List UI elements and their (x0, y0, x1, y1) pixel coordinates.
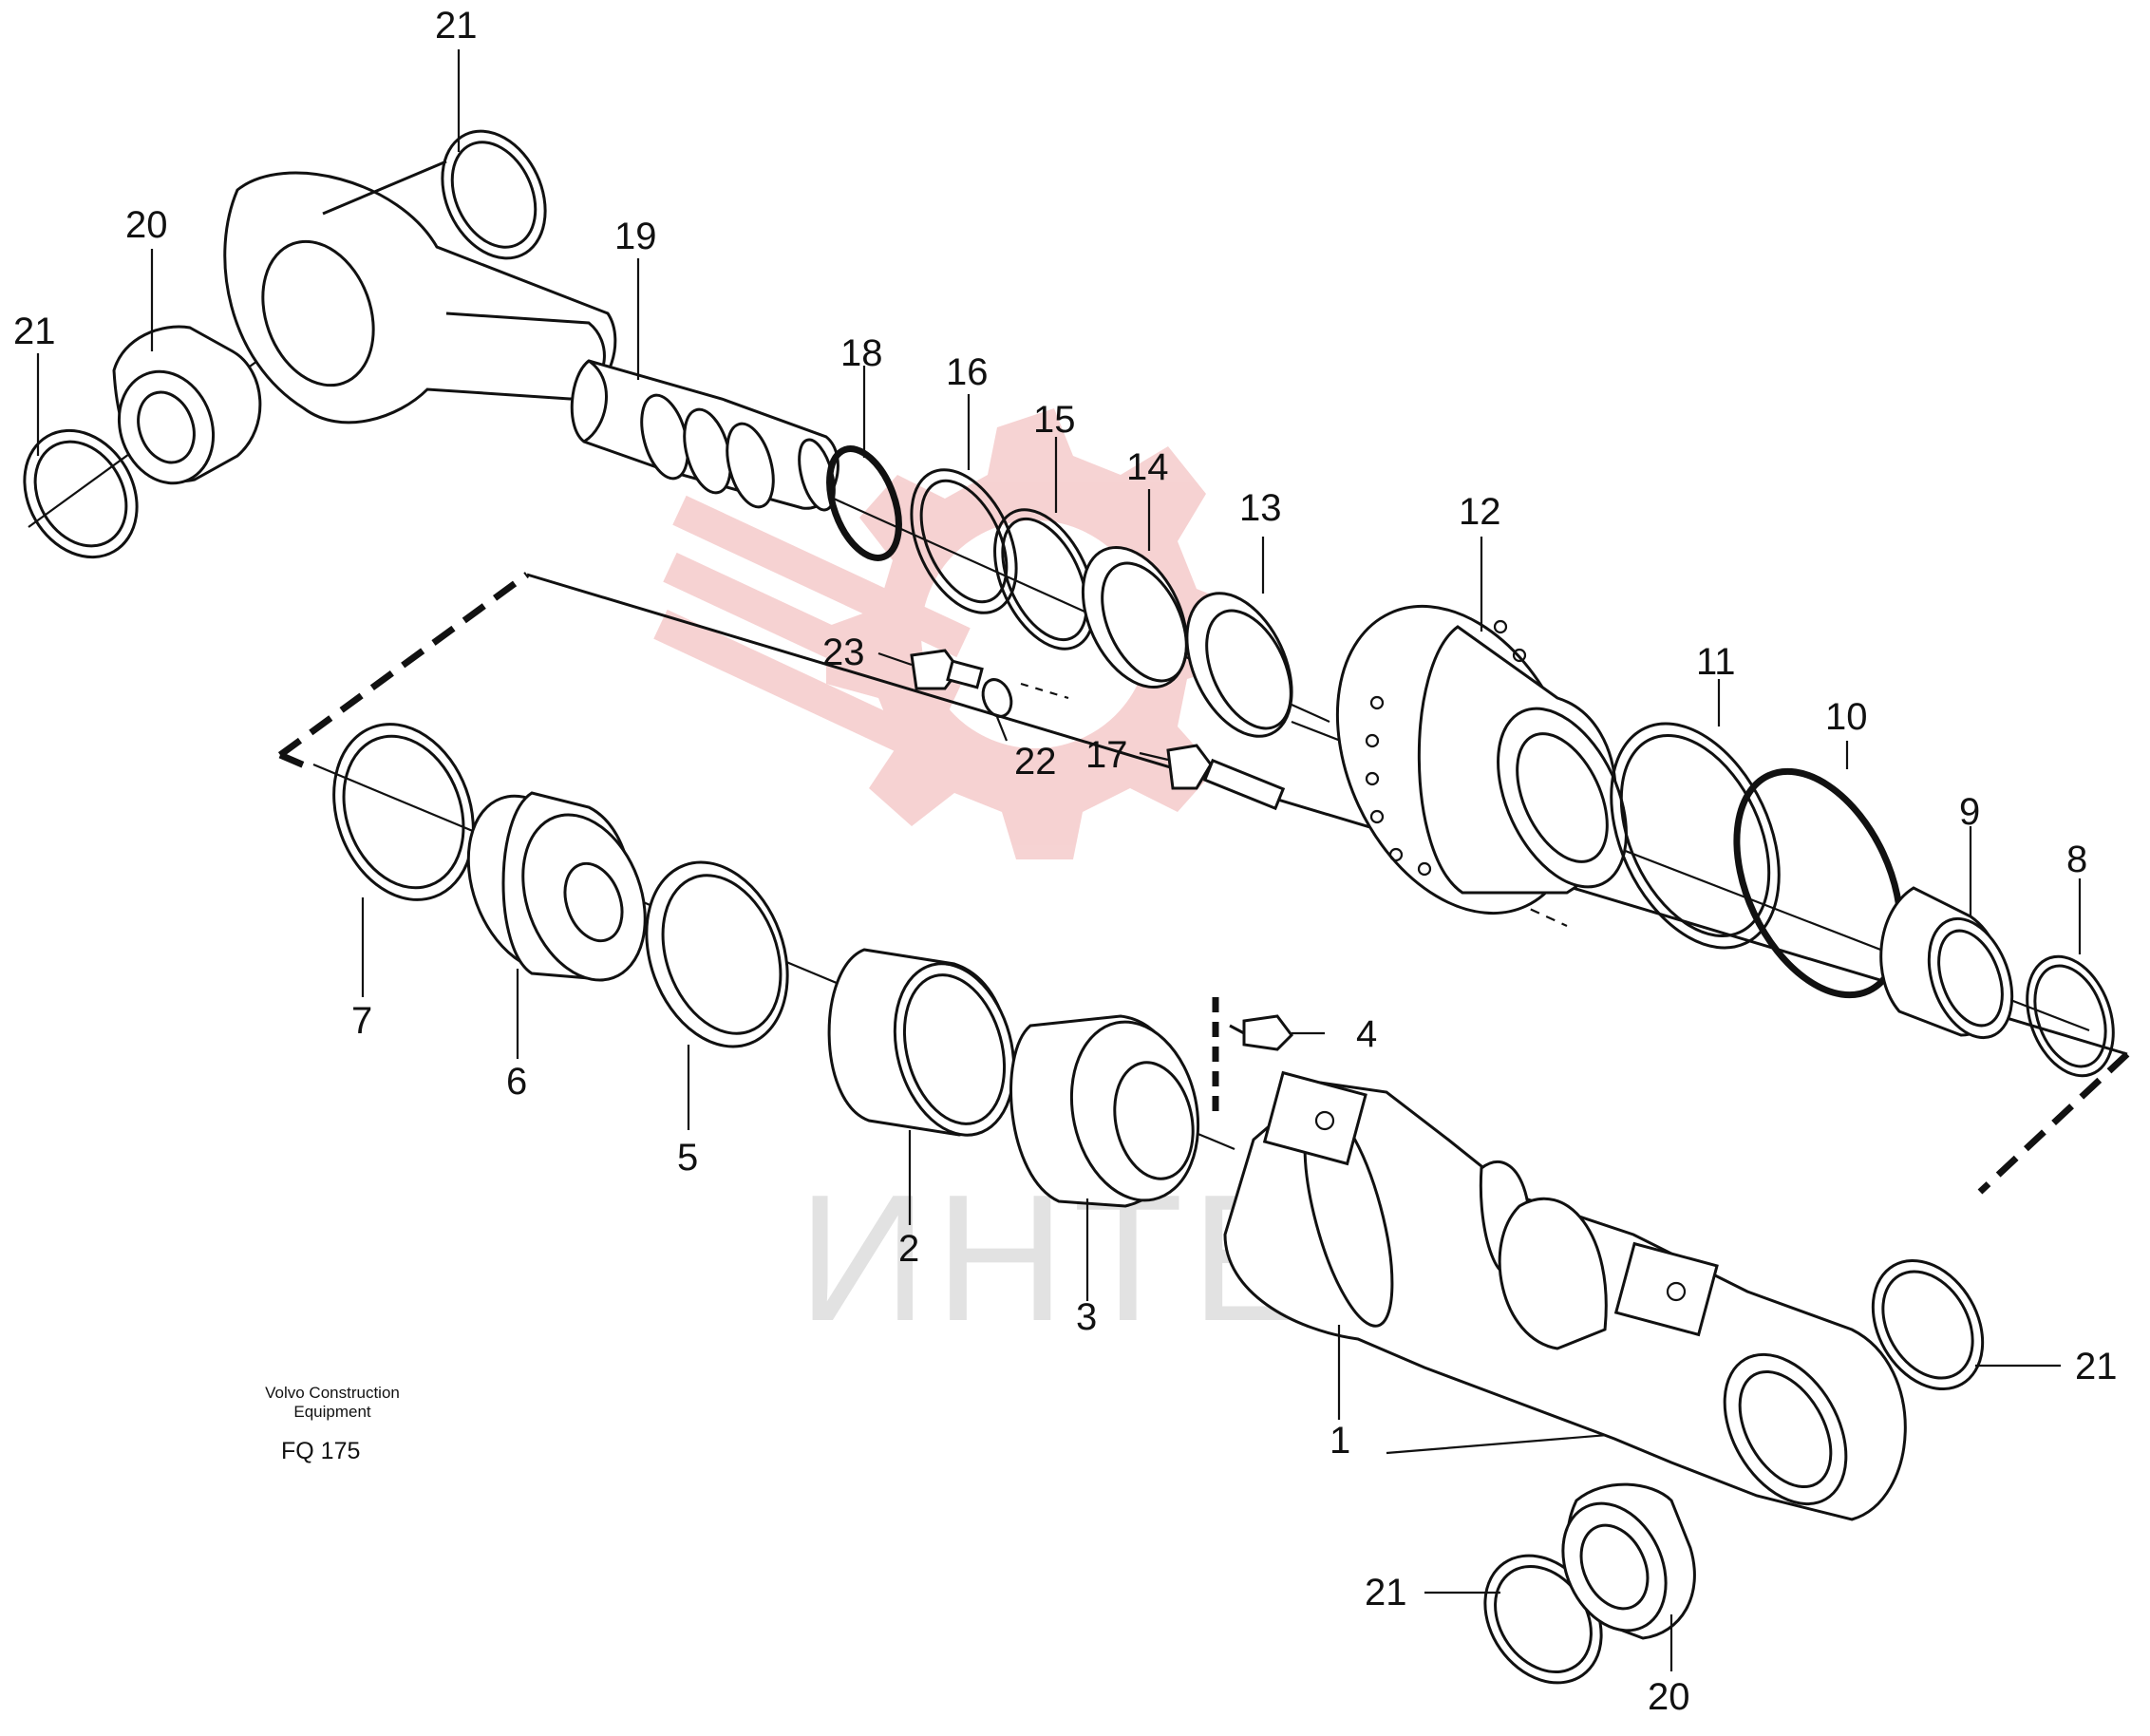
bearing-lower (1561, 1482, 1696, 1640)
bushing-9 (1879, 886, 2014, 1040)
ring-8 (2026, 954, 2115, 1078)
seal-13 (1185, 592, 1293, 738)
part-labels: 21 20 21 19 18 16 15 14 13 12 23 22 17 1… (13, 5, 2118, 1718)
label-10: 10 (1825, 696, 1868, 738)
circlip-upper-left (23, 428, 139, 559)
ring-16 (910, 468, 1018, 614)
label-19: 19 (614, 216, 657, 257)
caption-block: Volvo Construction Equipment FQ 175 (265, 1384, 400, 1464)
ring-10 (1733, 767, 1904, 999)
label-21-right: 21 (2075, 1346, 2118, 1387)
label-13: 13 (1239, 487, 1282, 529)
bearing-upper (112, 325, 262, 485)
seal-14 (1081, 545, 1189, 689)
label-16: 16 (946, 351, 989, 393)
label-18: 18 (840, 332, 883, 374)
label-8: 8 (2066, 839, 2087, 880)
washer-22 (981, 678, 1013, 718)
label-21-left: 21 (13, 311, 56, 352)
label-1: 1 (1330, 1420, 1350, 1462)
label-9: 9 (1959, 791, 1980, 833)
label-17: 17 (1085, 734, 1128, 776)
piston-rod (570, 359, 839, 512)
label-20-top: 20 (125, 204, 168, 246)
label-5: 5 (677, 1137, 698, 1179)
label-22: 22 (1014, 741, 1057, 783)
label-21-bottom: 21 (1365, 1572, 1407, 1613)
piston-6 (466, 791, 647, 982)
label-6: 6 (506, 1061, 527, 1103)
o-ring-18 (826, 445, 902, 561)
watermark-gear-logo (653, 408, 1244, 859)
label-15: 15 (1033, 399, 1076, 441)
label-23: 23 (822, 632, 865, 673)
label-12: 12 (1459, 491, 1501, 533)
label-7: 7 (351, 1000, 372, 1042)
label-4: 4 (1356, 1013, 1377, 1055)
bolt-23 (910, 649, 984, 690)
rod-eye (223, 160, 617, 425)
assembly-frame (277, 572, 2130, 1195)
label-2: 2 (898, 1228, 919, 1270)
caption-company-2: Equipment (293, 1403, 371, 1421)
label-20-bottom: 20 (1648, 1676, 1690, 1718)
circlip-upper-right (441, 129, 547, 260)
cylinder-barrel (1223, 1070, 1907, 1521)
caption-code: FQ 175 (281, 1438, 360, 1464)
label-14: 14 (1126, 446, 1169, 488)
label-11: 11 (1696, 641, 1736, 683)
label-21-top: 21 (435, 5, 478, 47)
grease-nipple-4 (1229, 1014, 1293, 1051)
tube-2 (827, 948, 1016, 1137)
ring-11 (1610, 722, 1781, 950)
cylinder-head (1335, 604, 1628, 915)
piston-3 (1009, 1014, 1200, 1208)
circlip-lower-right (1871, 1258, 1985, 1391)
ring-7 (332, 723, 475, 901)
label-3: 3 (1076, 1296, 1097, 1338)
ring-5 (645, 860, 789, 1048)
caption-company: Volvo Construction (265, 1384, 400, 1402)
ring-15 (993, 508, 1096, 651)
screw-17 (1166, 744, 1286, 811)
leader-lines (36, 49, 2082, 1671)
